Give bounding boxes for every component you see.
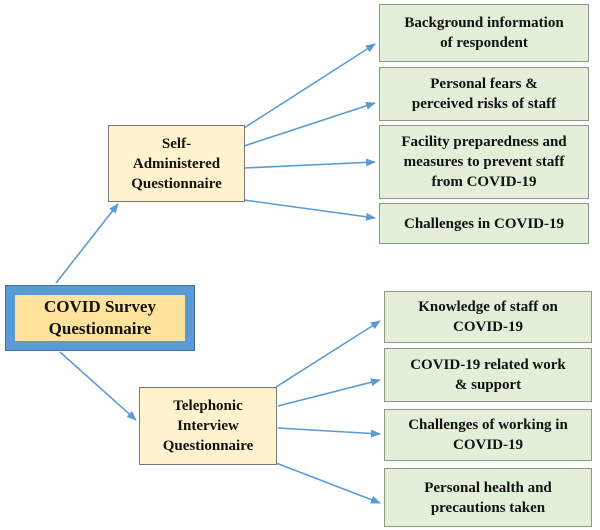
arrow-tel-to-item4 (275, 462, 381, 504)
arrow-self-to-item3 (243, 158, 376, 169)
item-background-info: Background information of respondent (379, 4, 589, 62)
item-line: measures to prevent staff (403, 154, 565, 170)
arrow-self-to-item1 (243, 43, 376, 129)
arrow-root-to-self (55, 203, 119, 284)
root-node-label: COVID Survey Questionnaire (15, 295, 185, 341)
node-line: Questionnaire (131, 175, 222, 192)
item-line: from COVID-19 (431, 174, 537, 190)
item-personal-health: Personal health and precautions taken (384, 468, 592, 527)
node-line: Interview (177, 418, 239, 434)
item-line: Knowledge of staff on (418, 299, 558, 315)
item-related-work: COVID-19 related work & support (384, 348, 592, 402)
item-line: Personal health and (424, 479, 552, 496)
item-knowledge-of-staff: Knowledge of staff on COVID-19 (384, 291, 592, 343)
node-line: Telephonic (173, 398, 243, 414)
self-administered-node: Self- Administered Questionnaire (108, 125, 245, 202)
item-line: & support (454, 377, 522, 393)
root-node: COVID Survey Questionnaire (5, 285, 195, 351)
arrow-tel-to-item3 (277, 427, 381, 438)
arrow-tel-to-item1 (275, 320, 381, 388)
node-line: Questionnaire (162, 438, 254, 454)
node-line: Administered (132, 155, 221, 172)
telephonic-interview-node: Telephonic Interview Questionnaire (139, 387, 277, 465)
item-line: perceived risks of staff (411, 96, 557, 112)
item-line: precautions taken (430, 499, 546, 516)
arrow-self-to-item4 (243, 199, 376, 221)
item-line: COVID-19 (453, 437, 523, 453)
arrow-self-to-item2 (243, 102, 376, 147)
item-line: Background information (404, 15, 564, 31)
item-line: Personal fears & (430, 76, 538, 92)
arrow-tel-to-item2 (277, 378, 381, 407)
item-challenges: Challenges in COVID-19 (379, 203, 589, 244)
item-line: COVID-19 (453, 319, 523, 335)
item-line: of respondent (440, 35, 528, 51)
node-line: Self- (161, 135, 192, 152)
item-line: Facility preparedness and (401, 134, 567, 150)
item-personal-fears: Personal fears & perceived risks of staf… (379, 67, 589, 121)
item-line: Challenges in COVID-19 (403, 215, 564, 232)
item-line: COVID-19 related work (410, 357, 566, 373)
item-line: Challenges of working in (408, 417, 568, 433)
item-facility-preparedness: Facility preparedness and measures to pr… (379, 125, 589, 199)
arrow-root-to-telephonic (59, 351, 137, 421)
item-challenges-working: Challenges of working in COVID-19 (384, 409, 592, 461)
